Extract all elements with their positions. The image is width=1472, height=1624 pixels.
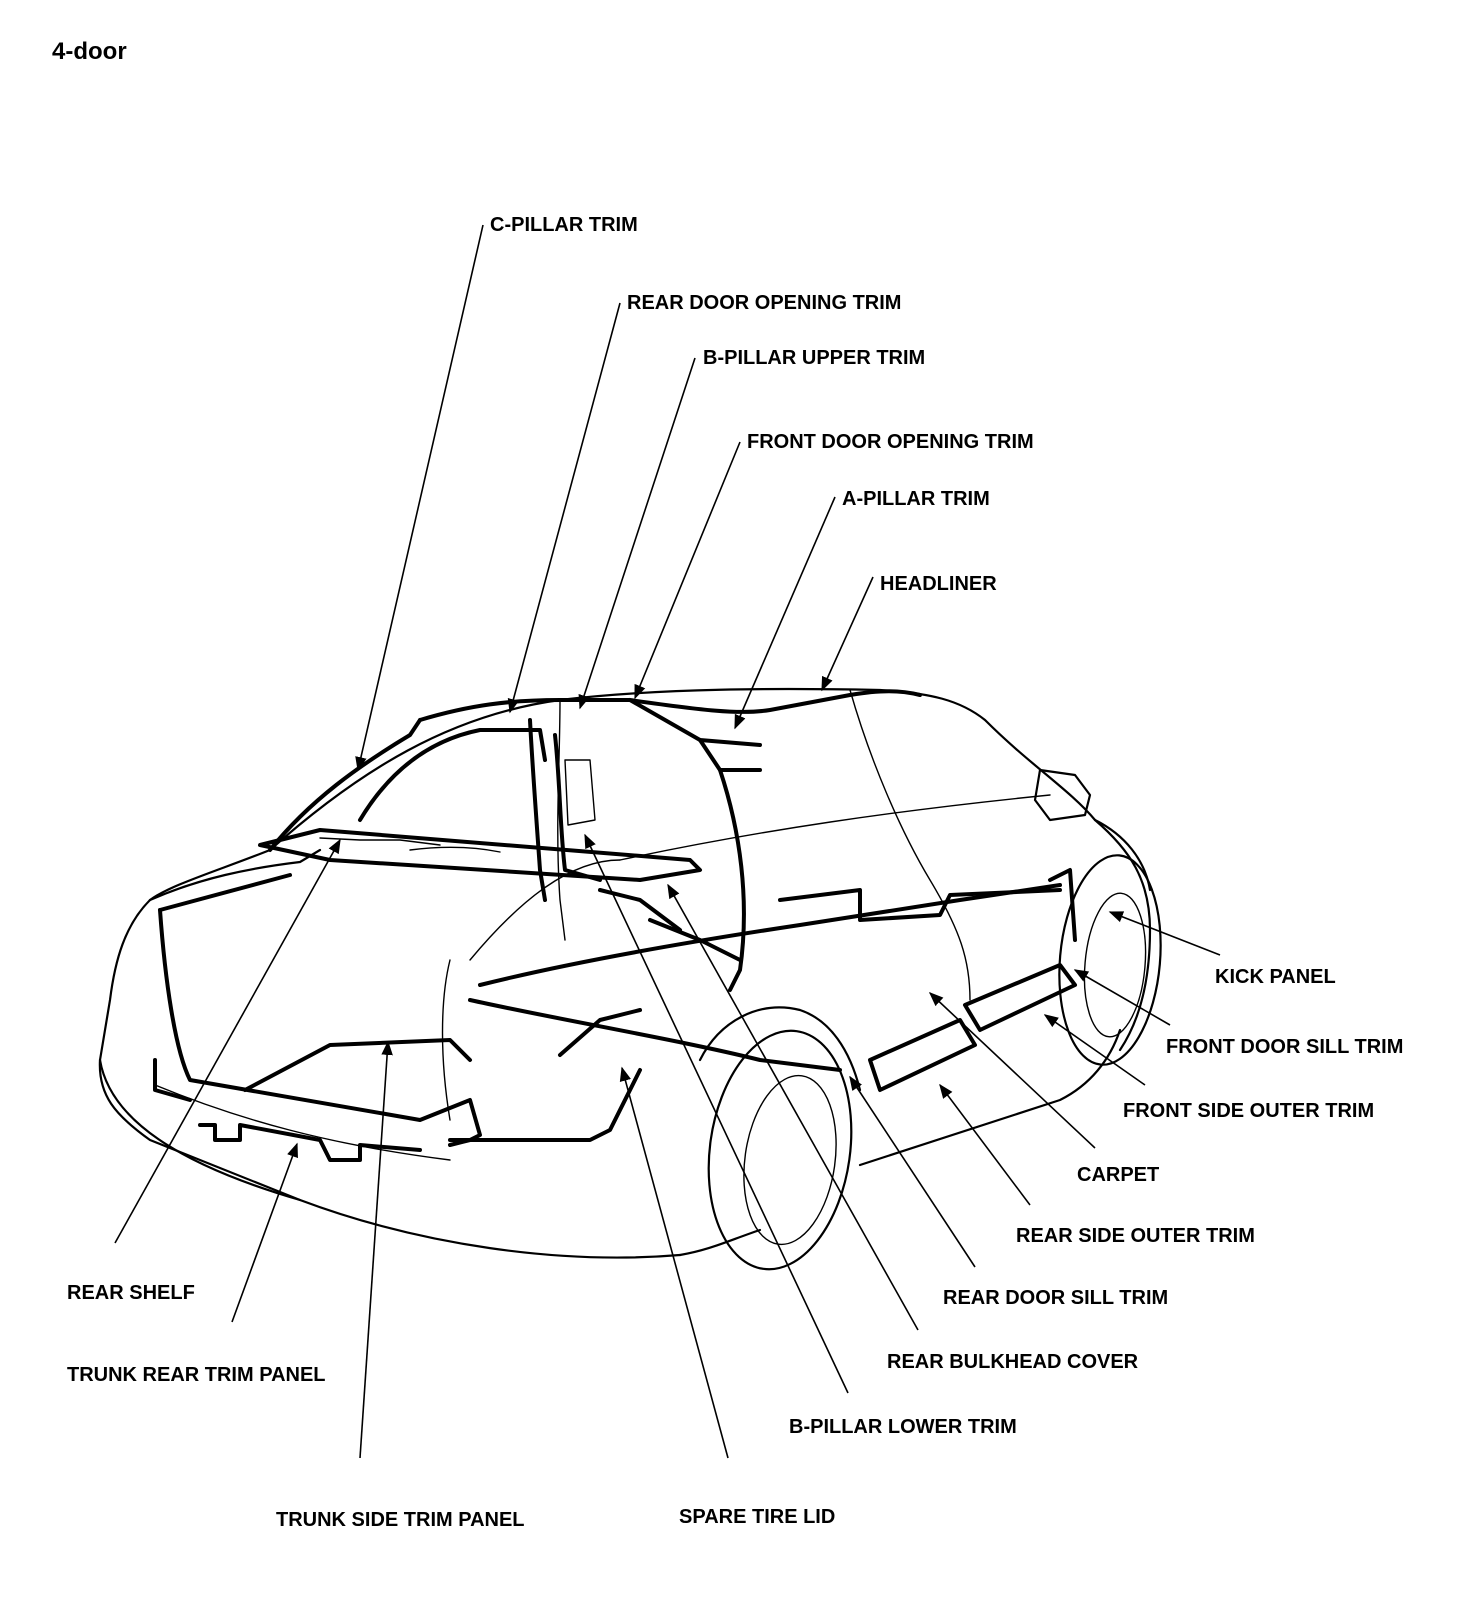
callout-labels: C-PILLAR TRIM REAR DOOR OPENING TRIM B-P… xyxy=(67,214,1403,1531)
label-front-door-opening-trim: FRONT DOOR OPENING TRIM xyxy=(747,431,1034,453)
label-trunk-rear-trim-panel: TRUNK REAR TRIM PANEL xyxy=(67,1364,326,1386)
leader-rear-door-sill-trim xyxy=(849,1075,976,1268)
leader-trunk-rear-trim-panel xyxy=(231,1142,298,1323)
label-a-pillar-trim: A-PILLAR TRIM xyxy=(842,488,990,510)
label-rear-bulkhead-cover: REAR BULKHEAD COVER xyxy=(887,1351,1139,1373)
leader-kick-panel xyxy=(1108,911,1221,956)
label-b-pillar-lower-trim: B-PILLAR LOWER TRIM xyxy=(789,1416,1017,1438)
leader-lines xyxy=(114,224,1221,1459)
label-kick-panel: KICK PANEL xyxy=(1215,966,1336,988)
page-title: 4-door xyxy=(52,38,127,65)
leader-rear-door-opening-trim xyxy=(507,302,621,714)
label-b-pillar-upper-trim: B-PILLAR UPPER TRIM xyxy=(703,347,925,369)
leader-rear-shelf xyxy=(114,838,341,1244)
label-spare-tire-lid: SPARE TIRE LID xyxy=(679,1506,835,1528)
leader-headliner xyxy=(821,576,874,692)
label-trunk-side-trim-panel: TRUNK SIDE TRIM PANEL xyxy=(276,1509,525,1531)
leader-trunk-side-trim-panel xyxy=(359,1040,393,1459)
label-rear-side-outer-trim: REAR SIDE OUTER TRIM xyxy=(1016,1225,1255,1247)
label-front-side-outer-trim: FRONT SIDE OUTER TRIM xyxy=(1123,1100,1374,1122)
leader-front-door-sill-trim xyxy=(1073,969,1171,1026)
label-headliner: HEADLINER xyxy=(880,573,997,595)
leader-b-pillar-upper-trim xyxy=(578,357,696,710)
leader-spare-tire-lid xyxy=(619,1066,729,1459)
label-rear-door-sill-trim: REAR DOOR SILL TRIM xyxy=(943,1287,1168,1309)
leader-front-side-outer-trim xyxy=(1043,1014,1146,1086)
leader-carpet xyxy=(928,992,1096,1149)
leader-front-door-opening-trim xyxy=(634,441,741,700)
label-rear-door-opening-trim: REAR DOOR OPENING TRIM xyxy=(627,292,901,314)
leader-a-pillar-trim xyxy=(734,496,836,730)
label-c-pillar-trim: C-PILLAR TRIM xyxy=(490,214,638,236)
label-carpet: CARPET xyxy=(1077,1164,1159,1186)
leader-b-pillar-lower-trim xyxy=(584,833,849,1394)
leader-c-pillar-trim xyxy=(355,224,484,772)
label-rear-shelf: REAR SHELF xyxy=(67,1282,195,1304)
label-front-door-sill-trim: FRONT DOOR SILL TRIM xyxy=(1166,1036,1403,1058)
leader-rear-bulkhead-cover xyxy=(667,883,919,1331)
leader-rear-side-outer-trim xyxy=(939,1083,1031,1206)
